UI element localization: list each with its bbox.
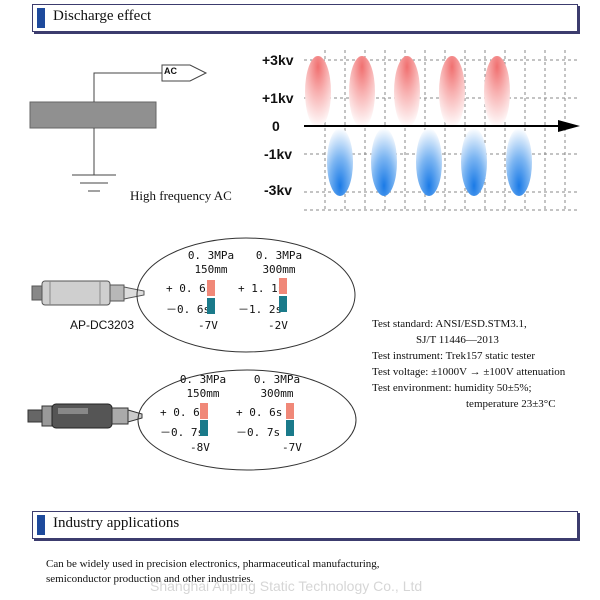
device2-col2-voltage: -7V: [282, 441, 302, 454]
company-watermark: Shanghai Anping Static Technology Co., L…: [150, 578, 423, 594]
device2-col2-neg-bar: [286, 420, 294, 436]
ac-source-tag: [161, 64, 208, 82]
device1-col1-neg-bar: [207, 298, 215, 314]
discharge-title: Discharge effect: [53, 8, 152, 24]
header-accent-bar: [37, 8, 45, 28]
device1-results-oval: [136, 237, 356, 353]
device2-col1-pos-bar: [200, 403, 208, 419]
test-voltage: Test voltage: ±1000V → ±100V attenuation: [372, 366, 566, 378]
device2-col2-pos-bar: [286, 403, 294, 419]
device1-col2-voltage: -2V: [268, 319, 288, 332]
device1-col2-pos-time: + 1. 1s: [238, 282, 285, 295]
discharge-section-header: Discharge effect: [32, 4, 578, 32]
device1-col1-pos-time: + 0. 6s: [166, 282, 213, 295]
device1-col2-neg-bar: [279, 296, 287, 312]
negative-pulse: [416, 128, 442, 196]
device1-col2-distance: 300mm: [262, 263, 296, 276]
negative-pulses: [327, 128, 532, 196]
device2-col1-neg-bar: [200, 420, 208, 436]
device1-image: [31, 280, 145, 306]
device1-col1-pressure: 0. 3MPa: [187, 249, 235, 262]
device2-col2-pos-time: + 0. 6s: [236, 406, 283, 419]
ac-waveform: [304, 50, 580, 211]
device2-image: [27, 403, 143, 429]
axis-label-plus1kv: +1kv: [262, 90, 294, 106]
device1-col1-pos-bar: [207, 280, 215, 296]
test-standard-2: SJ/T 11446—2013: [416, 334, 499, 346]
device1-col2-pressure: 0. 3MPa: [255, 249, 303, 262]
test-standard: Test standard: ANSI/ESD.STM3.1,: [372, 318, 527, 330]
industry-text-line1: Can be widely used in precision electron…: [46, 558, 380, 570]
negative-pulse: [371, 128, 397, 196]
device2-col2-distance: 300mm: [260, 387, 294, 400]
axis-label-zero: 0: [272, 118, 280, 134]
negative-pulse: [461, 128, 487, 196]
device2-col2-pressure: 0. 3MPa: [253, 373, 301, 386]
device1-model-label: AP-DC3203: [70, 318, 135, 332]
positive-pulse: [349, 56, 375, 128]
electrode-plate: [29, 101, 157, 129]
axis-label-minus1kv: -1kv: [264, 146, 293, 162]
device2-col1-pressure: 0. 3MPa: [179, 373, 227, 386]
positive-pulse: [305, 56, 331, 128]
device2-col1-distance: 150mm: [186, 387, 220, 400]
device1-col2-pos-bar: [279, 278, 287, 294]
industry-text-line2: semiconductor production and other indus…: [46, 573, 254, 585]
positive-pulses: [305, 56, 510, 128]
axis-arrow-icon: [558, 120, 580, 132]
positive-pulse: [484, 56, 510, 128]
test-instrument: Test instrument: Trek157 static tester: [372, 350, 535, 362]
device2-col2-neg-time: －0. 7s: [236, 426, 281, 439]
positive-pulse: [394, 56, 420, 128]
negative-pulse: [506, 128, 532, 196]
ac-wire: [93, 72, 162, 102]
device1-col2-neg-time: －1. 2s: [238, 303, 283, 316]
device2-results-oval: [137, 369, 357, 471]
device2-col1-neg-time: －0. 7s: [160, 426, 205, 439]
device1-col1-voltage: -7V: [198, 319, 218, 332]
ac-tag-label: AC: [164, 66, 177, 76]
negative-pulse: [327, 128, 353, 196]
device2-col1-pos-time: + 0. 6s: [160, 406, 207, 419]
header-accent-bar: [37, 515, 45, 535]
device1-col1-distance: 150mm: [194, 263, 228, 276]
test-temperature: temperature 23±3°C: [466, 398, 556, 410]
device2-col1-voltage: -8V: [190, 441, 210, 454]
axis-label-minus3kv: -3kv: [264, 182, 293, 198]
axis-label-plus3kv: +3kv: [262, 52, 294, 68]
device1-col1-neg-time: －0. 6s: [166, 303, 211, 316]
industry-section-header: Industry applications: [32, 511, 578, 539]
ac-schematic-diagram: [29, 64, 208, 192]
ac-caption: High frequency AC: [130, 188, 232, 203]
positive-pulse: [439, 56, 465, 128]
test-environment: Test environment: humidity 50±5%;: [372, 382, 532, 394]
industry-title: Industry applications: [53, 515, 180, 531]
